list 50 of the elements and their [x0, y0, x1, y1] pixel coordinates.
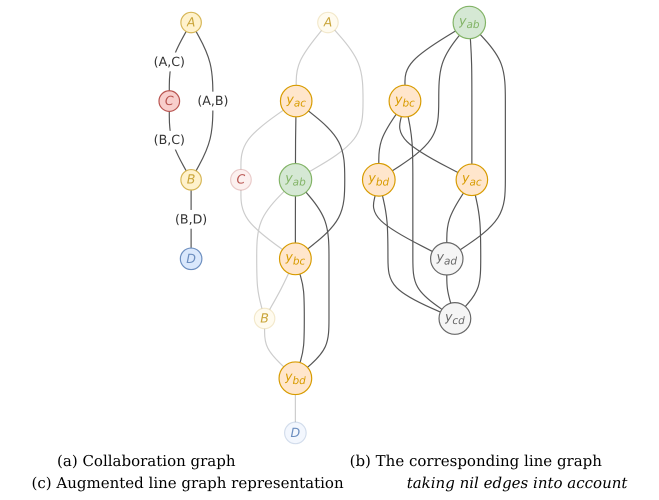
connector	[294, 196, 296, 243]
edge-label: (B,D)	[175, 211, 208, 226]
connector	[446, 192, 464, 243]
connector	[378, 114, 397, 164]
node-circle: y$_{bc}$	[278, 242, 312, 276]
connector	[264, 328, 284, 368]
node-circle: y$_{ab}$	[452, 6, 486, 40]
node-circle: B	[254, 308, 276, 330]
connector	[240, 110, 284, 170]
connector	[460, 34, 506, 250]
node-circle: B	[180, 168, 202, 191]
edge-label: (A,C)	[154, 54, 185, 70]
node-circle: D	[284, 422, 307, 444]
panel-caption: (c) Augmented line graph representation	[32, 474, 344, 492]
edge-label: (B,C)	[154, 132, 185, 148]
node-circle: y$_{ac}$	[280, 84, 313, 118]
connector	[306, 192, 330, 368]
connector	[294, 394, 296, 422]
node-circle: C	[230, 168, 252, 191]
node-circle: C	[158, 90, 180, 112]
caption-note: taking nil edges into account	[406, 474, 628, 492]
node-circle: y$_{bc}$	[388, 84, 422, 118]
connector	[382, 196, 441, 313]
connector	[399, 116, 458, 174]
edge-label: (A,B)	[197, 93, 228, 108]
connector	[294, 116, 296, 164]
connector	[299, 274, 305, 363]
node-circle: y$_{ab}$	[278, 163, 312, 197]
connector	[256, 190, 285, 309]
connector	[470, 38, 472, 164]
node-circle: y$_{bd}$	[278, 361, 312, 396]
connector	[464, 195, 482, 307]
panel-caption: (a) Collaboration graph	[57, 452, 236, 470]
node-circle: y$_{ad}$	[430, 242, 464, 276]
connector	[196, 31, 214, 172]
connector	[392, 34, 460, 172]
panel-caption: (b) The corresponding line graph	[350, 452, 602, 470]
connector	[408, 116, 442, 310]
node-circle: y$_{ac}$	[456, 163, 488, 196]
connector	[372, 196, 433, 252]
connector	[404, 30, 456, 86]
node-circle: y$_{bd}$	[362, 162, 396, 197]
connector	[309, 30, 364, 172]
connector	[446, 275, 452, 304]
connector	[240, 190, 283, 250]
node-circle: y$_{cd}$	[438, 302, 472, 335]
connector	[269, 272, 290, 310]
node-circle: D	[180, 247, 202, 270]
connector	[307, 110, 346, 250]
connector	[296, 30, 322, 86]
